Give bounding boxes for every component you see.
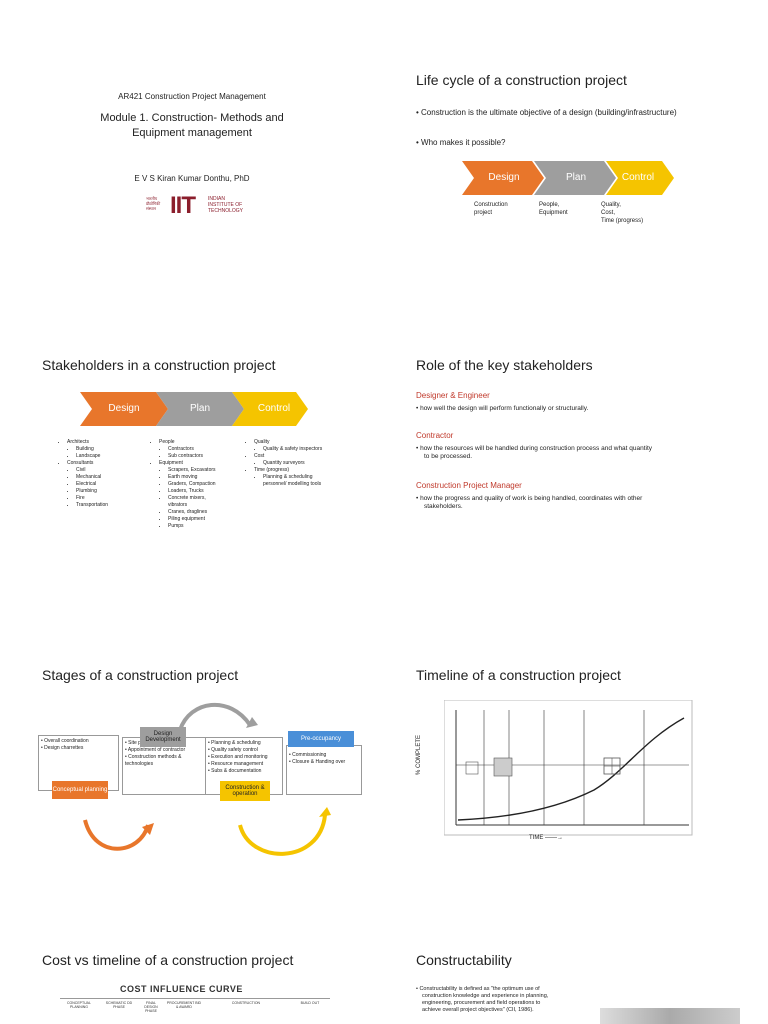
design-stakeholders: Architects BuildingLandscape Consultants… bbox=[58, 439, 148, 509]
stage-label-design: Design Development bbox=[140, 727, 186, 747]
slide-cost: Cost vs timeline of a construction proje… bbox=[30, 940, 390, 1024]
slide-title: AR421 Construction Project Management Mo… bbox=[12, 40, 372, 310]
slide-stages: Stages of a construction project • Overa… bbox=[30, 655, 390, 925]
stage-label-construction: Construction & operation bbox=[220, 781, 270, 801]
chevron-design-label: Design bbox=[474, 172, 534, 183]
slide-title: Stages of a construction project bbox=[42, 667, 238, 683]
cost-chart-header: CONCEPTUAL PLANNING SCHEMATIC DD PHASE F… bbox=[60, 998, 330, 1024]
role-text-cpm-1: • how the progress and quality of work i… bbox=[416, 495, 642, 502]
timeline-xlabel: TIME ——→ bbox=[529, 835, 563, 841]
role-heading-cpm: Construction Project Manager bbox=[416, 481, 522, 490]
bullet-2: • Who makes it possible? bbox=[416, 138, 506, 147]
design-sub: Construction project bbox=[474, 201, 508, 217]
bullet-1: • Construction is the ultimate objective… bbox=[416, 108, 677, 117]
role-text-contractor-1: • how the resources will be handled duri… bbox=[416, 445, 652, 452]
plan-stakeholders: People ContractorsSub contractors Equipm… bbox=[150, 439, 245, 530]
slide-stakeholders: Stakeholders in a construction project D… bbox=[30, 345, 390, 615]
author-name: E V S Kiran Kumar Donthu, PhD bbox=[12, 174, 372, 183]
slide-title: Timeline of a construction project bbox=[416, 667, 621, 683]
timeline-ylabel: % COMPLETE bbox=[416, 735, 422, 775]
chevron-plan-label: Plan bbox=[546, 172, 606, 183]
role-text-designer: • how well the design will perform funct… bbox=[416, 405, 588, 412]
control-stakeholders: Quality Quality & safety inspectors Cost… bbox=[245, 439, 360, 488]
slide-roles: Role of the key stakeholders Designer & … bbox=[404, 345, 764, 615]
course-name: AR421 Construction Project Management bbox=[12, 92, 372, 101]
slide-timeline: Timeline of a construction project % COM… bbox=[404, 655, 764, 925]
constructability-photo bbox=[600, 1008, 740, 1024]
slide-title: Life cycle of a construction project bbox=[416, 72, 627, 88]
role-heading-designer: Designer & Engineer bbox=[416, 391, 490, 400]
constructability-definition: • Constructability is defined as "the op… bbox=[416, 986, 548, 1014]
stage-label-conceptual: Conceptual planning bbox=[52, 781, 108, 799]
slide-title: Constructability bbox=[416, 952, 512, 968]
role-text-contractor-2: to be processed. bbox=[424, 453, 472, 460]
slide-title: Role of the key stakeholders bbox=[416, 357, 593, 373]
chevron-control-label: Control bbox=[242, 403, 306, 414]
chevron-plan-label: Plan bbox=[168, 403, 232, 414]
slide-life-cycle: Life cycle of a construction project • C… bbox=[404, 60, 764, 330]
cost-chart-title: COST INFLUENCE CURVE bbox=[120, 984, 243, 994]
module-title-line1: Module 1. Construction- Methods and bbox=[12, 112, 372, 124]
control-sub: Quality, Cost, Time (progress) bbox=[601, 201, 643, 225]
chevron-control-label: Control bbox=[608, 172, 668, 183]
stage-label-preoccupancy: Pre-occupancy bbox=[288, 731, 354, 747]
chevron-design-label: Design bbox=[92, 403, 156, 414]
timeline-figure bbox=[444, 700, 694, 850]
slide-constructability: Constructability • Constructability is d… bbox=[404, 940, 764, 1024]
slide-title: Stakeholders in a construction project bbox=[42, 357, 275, 373]
plan-sub: People, Equipment bbox=[539, 201, 568, 217]
stage-box-preoccupancy: • Commissioning • Closure & Handing over bbox=[286, 745, 362, 795]
slide-title: Cost vs timeline of a construction proje… bbox=[42, 952, 293, 968]
role-text-cpm-2: stakeholders. bbox=[424, 503, 463, 510]
role-heading-contractor: Contractor bbox=[416, 431, 453, 440]
module-title-line2: Equipment management bbox=[12, 127, 372, 139]
